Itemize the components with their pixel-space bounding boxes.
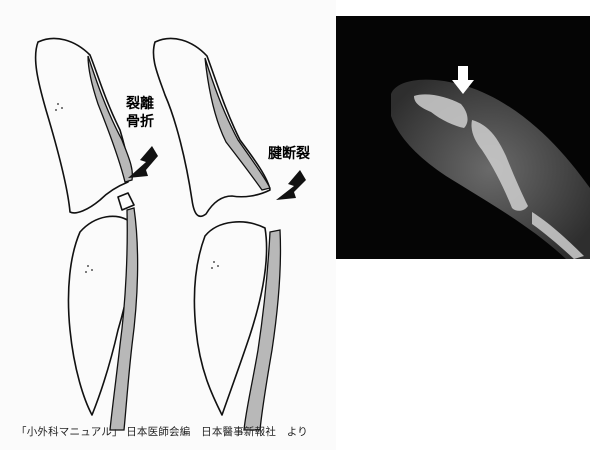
finger-illustration bbox=[0, 0, 336, 450]
avulsion-label-line2: 骨折 bbox=[126, 114, 154, 131]
tendon-2-lower bbox=[244, 230, 281, 430]
tendon-rupture-label: 腱断裂 bbox=[268, 146, 310, 163]
bone-fragment-1 bbox=[118, 193, 134, 210]
distal-phalanx-2 bbox=[153, 38, 270, 216]
arrow-down-left-icon bbox=[276, 170, 306, 200]
xray-panel bbox=[336, 16, 590, 259]
avulsion-label-line1: 裂離 bbox=[126, 96, 154, 113]
xray-image bbox=[336, 16, 590, 259]
illustration-panel: 裂離 骨折 腱断裂 「小外科マニュアル」 日本医師会編 日本醫事新報社 より bbox=[0, 0, 336, 450]
caption: 「小外科マニュアル」 日本医師会編 日本醫事新報社 より bbox=[16, 424, 308, 439]
tendon-1-lower bbox=[110, 208, 138, 430]
